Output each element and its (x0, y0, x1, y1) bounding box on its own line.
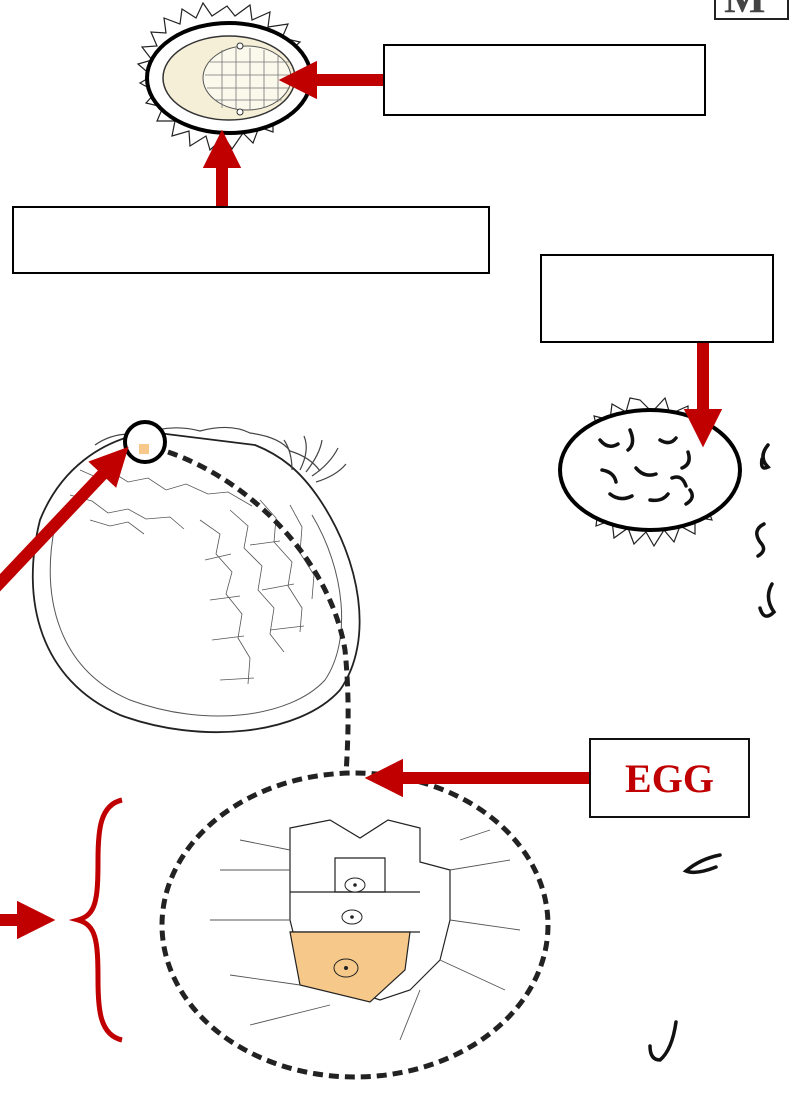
arrow-to-archegonium (0, 446, 129, 592)
corner-tag: M (714, 0, 789, 20)
zoom-view (159, 770, 551, 1080)
label-box-top-right[interactable] (383, 44, 706, 116)
spore-right (558, 396, 742, 548)
gametophyte-section (31, 420, 361, 734)
egg-label-box: EGG (589, 738, 750, 818)
label-box-middle-left[interactable] (12, 206, 490, 274)
egg-label: EGG (625, 755, 714, 801)
spore-top (136, 1, 313, 152)
zoom-connector (167, 449, 351, 776)
label-box-right[interactable] (540, 254, 774, 343)
corner-tag-text: M (724, 0, 766, 18)
curly-brace-icon (68, 797, 123, 1043)
